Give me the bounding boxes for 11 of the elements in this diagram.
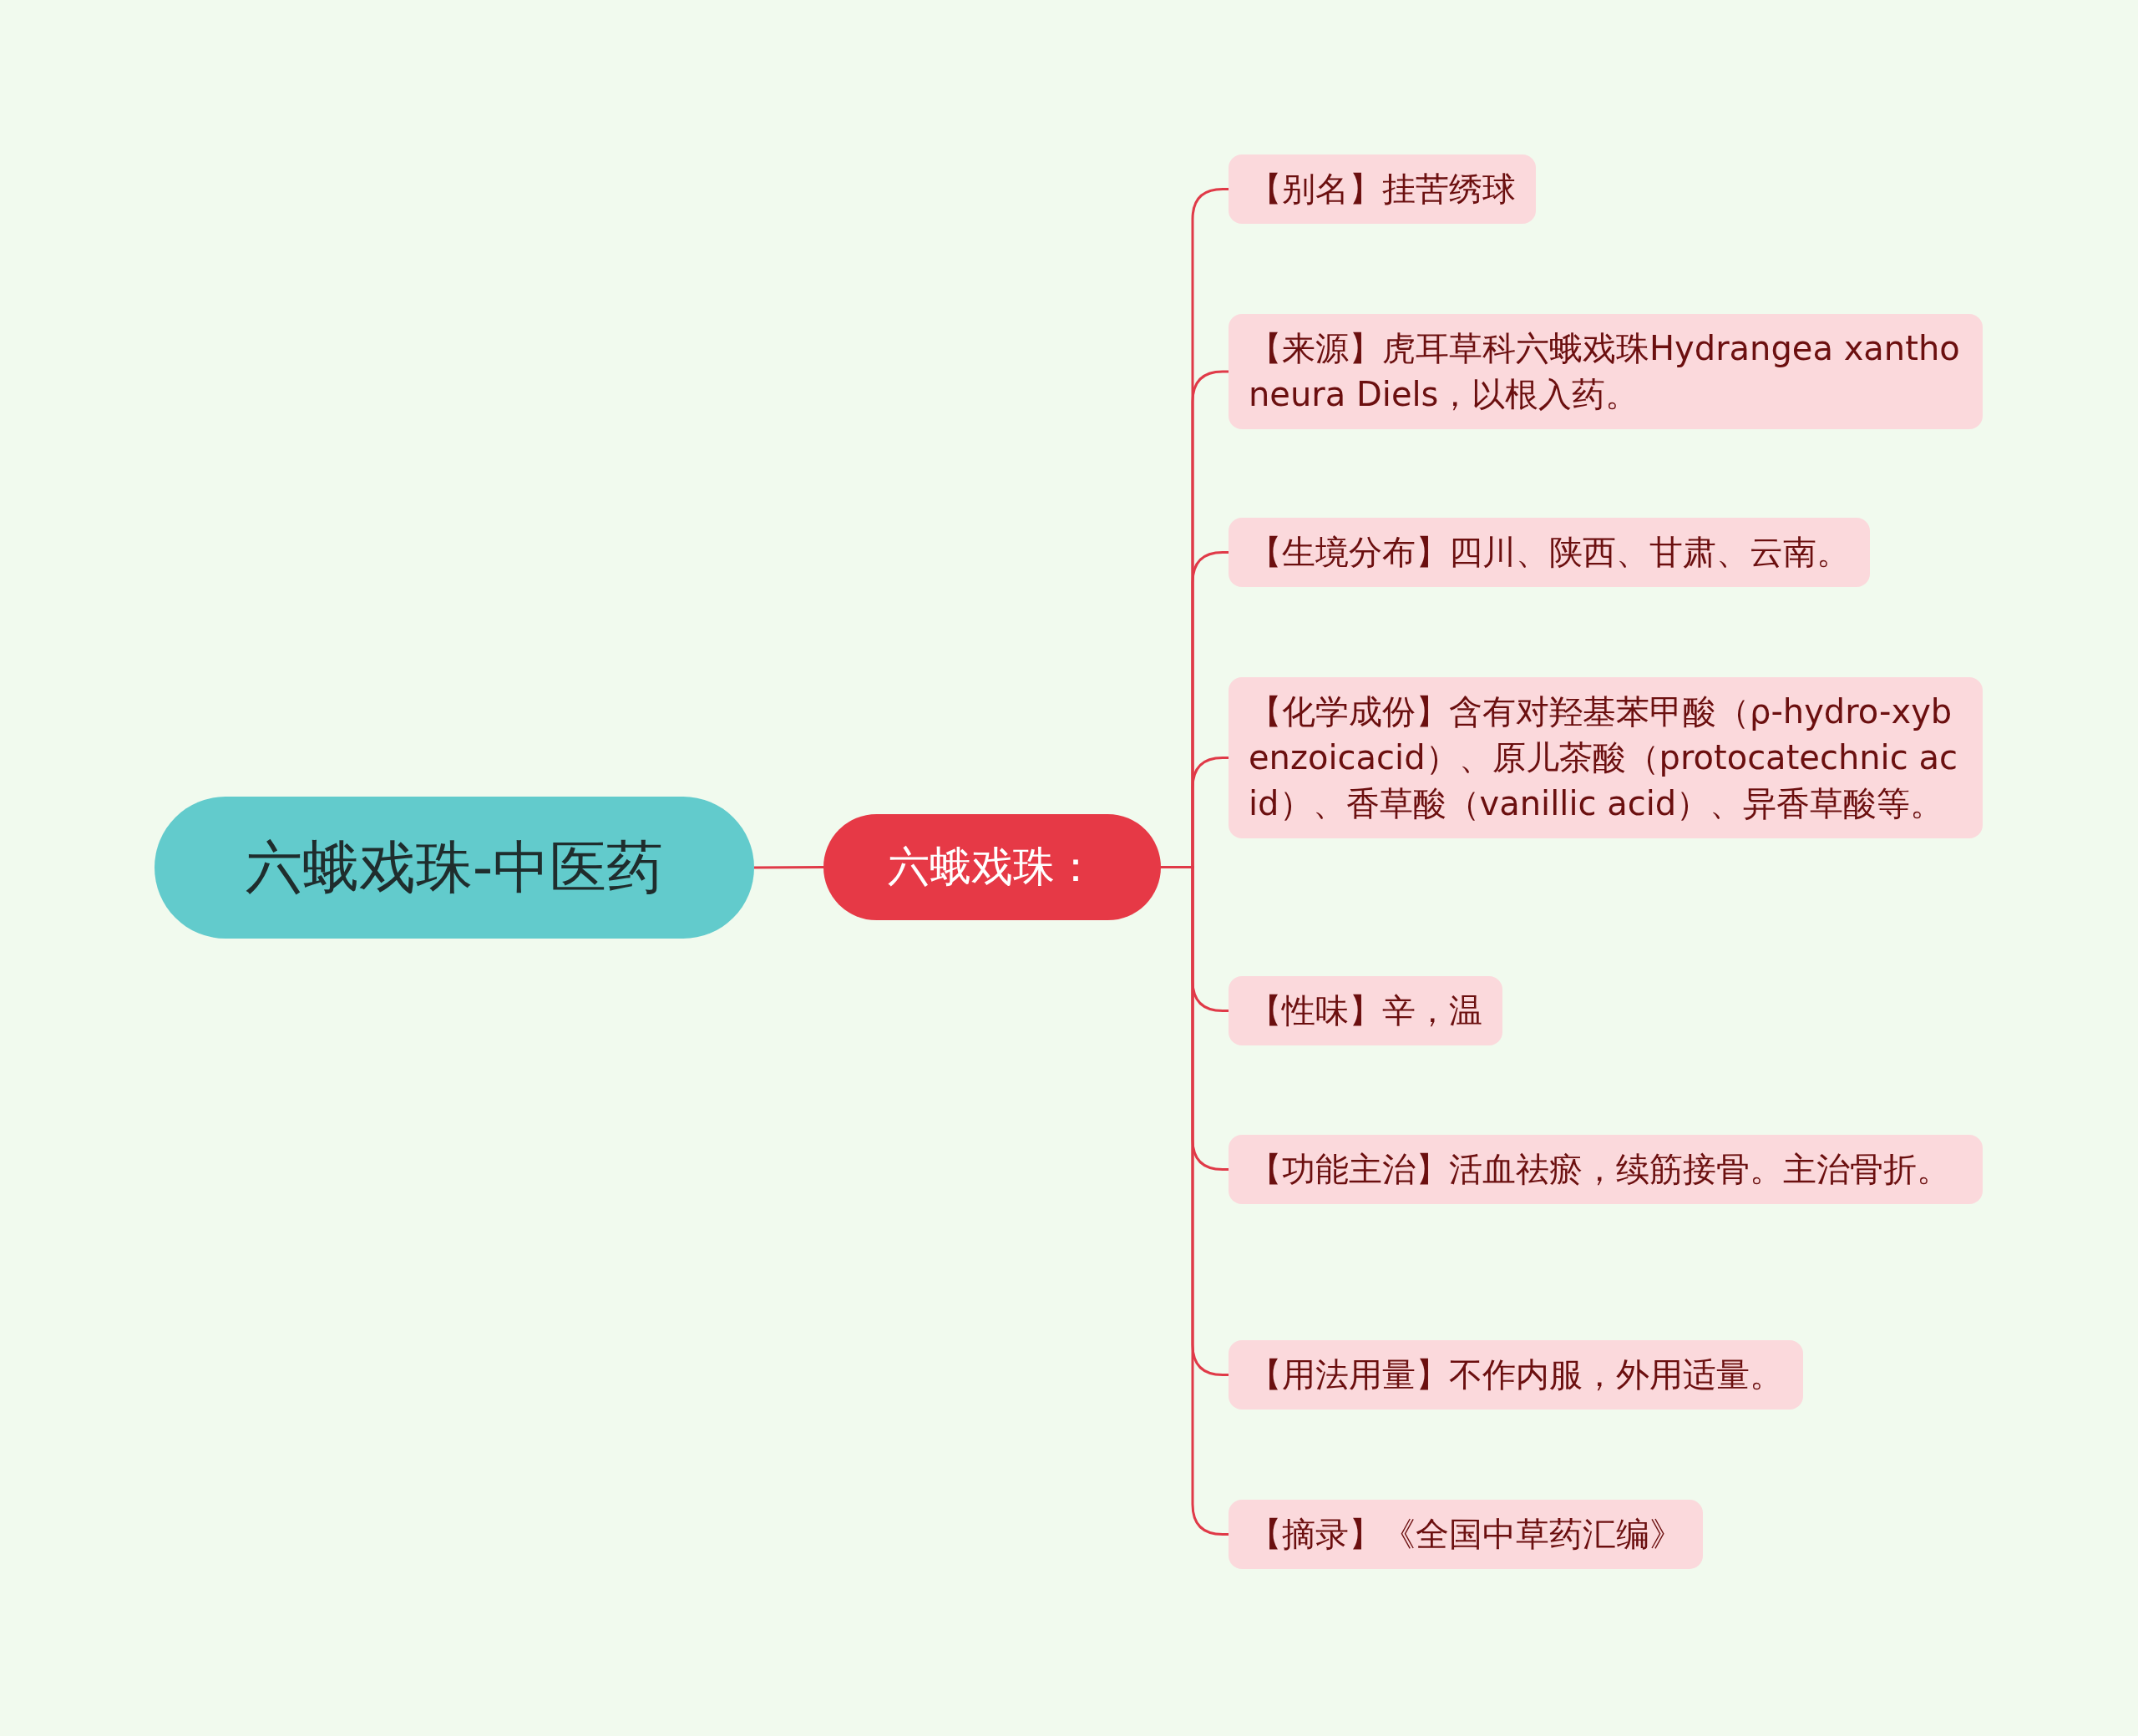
subtopic-box: 【别名】挂苦绣球 xyxy=(1229,154,1536,224)
subtopic-box: 【用法用量】不作内服，外用适量。 xyxy=(1229,1340,1803,1410)
subtopic-box: 【功能主治】活血祛瘀，续筋接骨。主治骨折。 xyxy=(1229,1135,1983,1204)
root-topic: 六蛾戏珠-中医药 xyxy=(155,797,754,939)
main-topic: 六蛾戏珠： xyxy=(823,814,1161,920)
subtopic-box: 【来源】虎耳草科六蛾戏珠Hydrangea xanthoneura Diels，以根入药。 xyxy=(1229,314,1983,429)
subtopic-box: 【摘录】《全国中草药汇编》 xyxy=(1229,1500,1703,1569)
connector-line xyxy=(754,866,823,869)
subtopic-box: 【生境分布】四川、陕西、甘肃、云南。 xyxy=(1229,518,1870,587)
subtopic-box: 【化学成份】含有对羟基苯甲酸（ρ-hydro-xybenzoicacid）、原儿茶酸（protocatechnic acid）、香草酸（vanillic acid）、异香草酸等。 xyxy=(1229,677,1983,838)
subtopic-box: 【性味】辛，温 xyxy=(1229,976,1502,1045)
